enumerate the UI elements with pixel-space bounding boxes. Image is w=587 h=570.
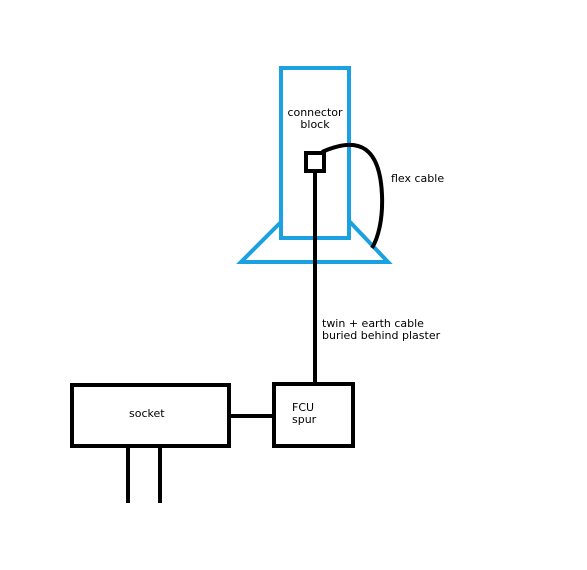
twin-earth-label-line2: buried behind plaster: [322, 329, 441, 342]
connector-block-label-line1: connector: [287, 106, 343, 119]
connector-block-label: connector block: [283, 107, 347, 131]
socket-label: socket: [129, 407, 165, 420]
flex-cable-line: [321, 142, 385, 250]
flex-cable-label: flex cable: [391, 172, 445, 185]
fcu-box: [272, 382, 355, 448]
connector-block-terminal: [304, 151, 326, 173]
twin-earth-label-line1: twin + earth cable: [322, 317, 424, 330]
connector-block-label-line2: block: [300, 118, 330, 131]
fcu-label-line1: FCU: [292, 401, 315, 414]
socket-box: [70, 383, 231, 448]
fcu-label: FCU spur: [292, 402, 316, 426]
fcu-label-line2: spur: [292, 413, 317, 426]
twin-earth-cable-label: twin + earth cable buried behind plaster: [322, 318, 440, 342]
